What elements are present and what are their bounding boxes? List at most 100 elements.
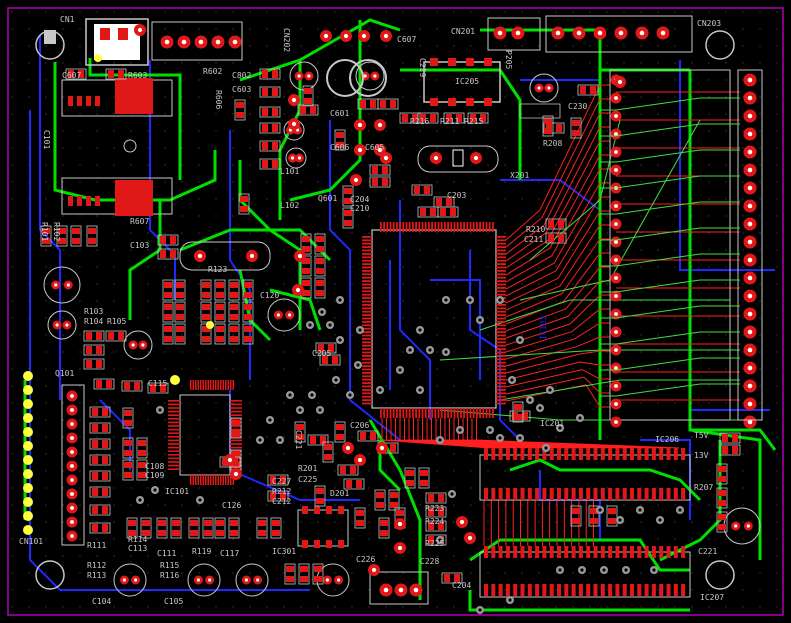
smd-pad [232,475,234,485]
smd-pad [522,412,528,420]
smd-pad [434,222,437,232]
smd-pad [485,408,488,418]
smd-pad [272,530,280,536]
smd-pad [718,466,726,472]
label-l102: L102 [280,201,300,210]
smd-pad [392,408,395,418]
smd-pad [362,263,372,265]
smd-pad [362,351,372,354]
smd-pad [190,475,192,485]
smd-pad [326,540,332,548]
smd-pad [436,198,442,206]
smd-pad [520,584,525,596]
label-r201: R201 [298,464,318,473]
smd-pad [230,407,242,409]
smd-pad [557,584,561,596]
smd-pad [92,440,98,448]
smd-pad [225,475,227,485]
smd-pad [430,208,436,216]
smd-pad [168,457,180,460]
smd-pad [362,253,372,255]
smd-pad [362,321,372,323]
label-c103: C103 [130,241,150,250]
label-r606: R606 [214,90,223,110]
smd-pad [586,584,591,596]
smd-pad [190,520,198,526]
smd-pad [718,490,726,496]
smd-pad [542,584,547,596]
smd-pad [380,408,382,418]
smd-pad [202,304,210,310]
smd-pad [505,546,510,558]
smd-pad [496,317,506,320]
smd-pad [356,510,364,516]
smd-pad [168,468,180,470]
smd-pad [496,266,506,269]
smd-pad [548,234,554,242]
smd-pad [230,443,242,445]
smd-pad [190,380,192,390]
electrolytic-capacitor [113,563,147,597]
smd-pad [590,518,598,524]
smd-pad [72,238,80,244]
smd-pad [622,584,627,596]
smd-pad [718,476,726,482]
smd-pad [466,222,469,232]
smd-pad [176,336,184,342]
smd-pad [207,475,209,485]
smd-pad [92,456,98,464]
smd-pad [230,282,238,288]
smd-pad [484,584,488,596]
label-r216: R216 [410,117,430,126]
label-cn201: CN201 [451,27,476,36]
smd-pad [92,488,98,496]
smd-pad [222,380,224,390]
smd-pad [158,520,166,526]
smd-pad [108,332,114,340]
label-c225: C225 [298,475,318,484]
label-c228: C228 [420,557,440,566]
smd-pad [484,448,488,460]
smd-pad [324,454,332,460]
smd-pad [240,206,248,212]
smd-pad [168,421,180,424]
smd-pad [362,283,372,286]
label-r104: R104 [84,317,104,326]
smd-pad [356,480,362,488]
label-cn202: CN202 [282,28,291,53]
smd-pad [202,292,210,298]
smd-pad [428,536,434,544]
smd-pad [590,508,598,514]
smd-pad [72,228,80,234]
smd-pad [608,448,613,460]
smd-pad [118,28,128,40]
smd-pad [230,314,238,320]
smd-pad [362,317,372,320]
smd-pad [571,584,576,596]
smd-pad [370,100,376,108]
smd-pad [362,307,372,310]
smd-pad [362,259,372,262]
smd-pad [230,450,242,452]
smd-pad [456,408,459,418]
smd-pad [164,314,172,320]
smd-pad [68,96,73,106]
smd-pad [564,584,569,596]
smd-pad [382,178,388,186]
smd-pad [484,58,492,66]
smd-pad [362,395,372,398]
smd-pad [390,492,398,498]
smd-pad [651,488,656,500]
smd-pad [496,348,506,350]
smd-pad [372,166,378,174]
smd-pad [217,475,219,485]
smd-pad [92,408,98,416]
smd-pad [484,546,488,558]
label-c229: C229 [418,58,427,78]
label-r115: R115 [160,561,180,570]
smd-pad [527,448,532,460]
smd-pad [549,488,554,500]
smd-pad [192,475,194,485]
smd-pad [164,282,172,288]
smd-pad [586,546,591,558]
